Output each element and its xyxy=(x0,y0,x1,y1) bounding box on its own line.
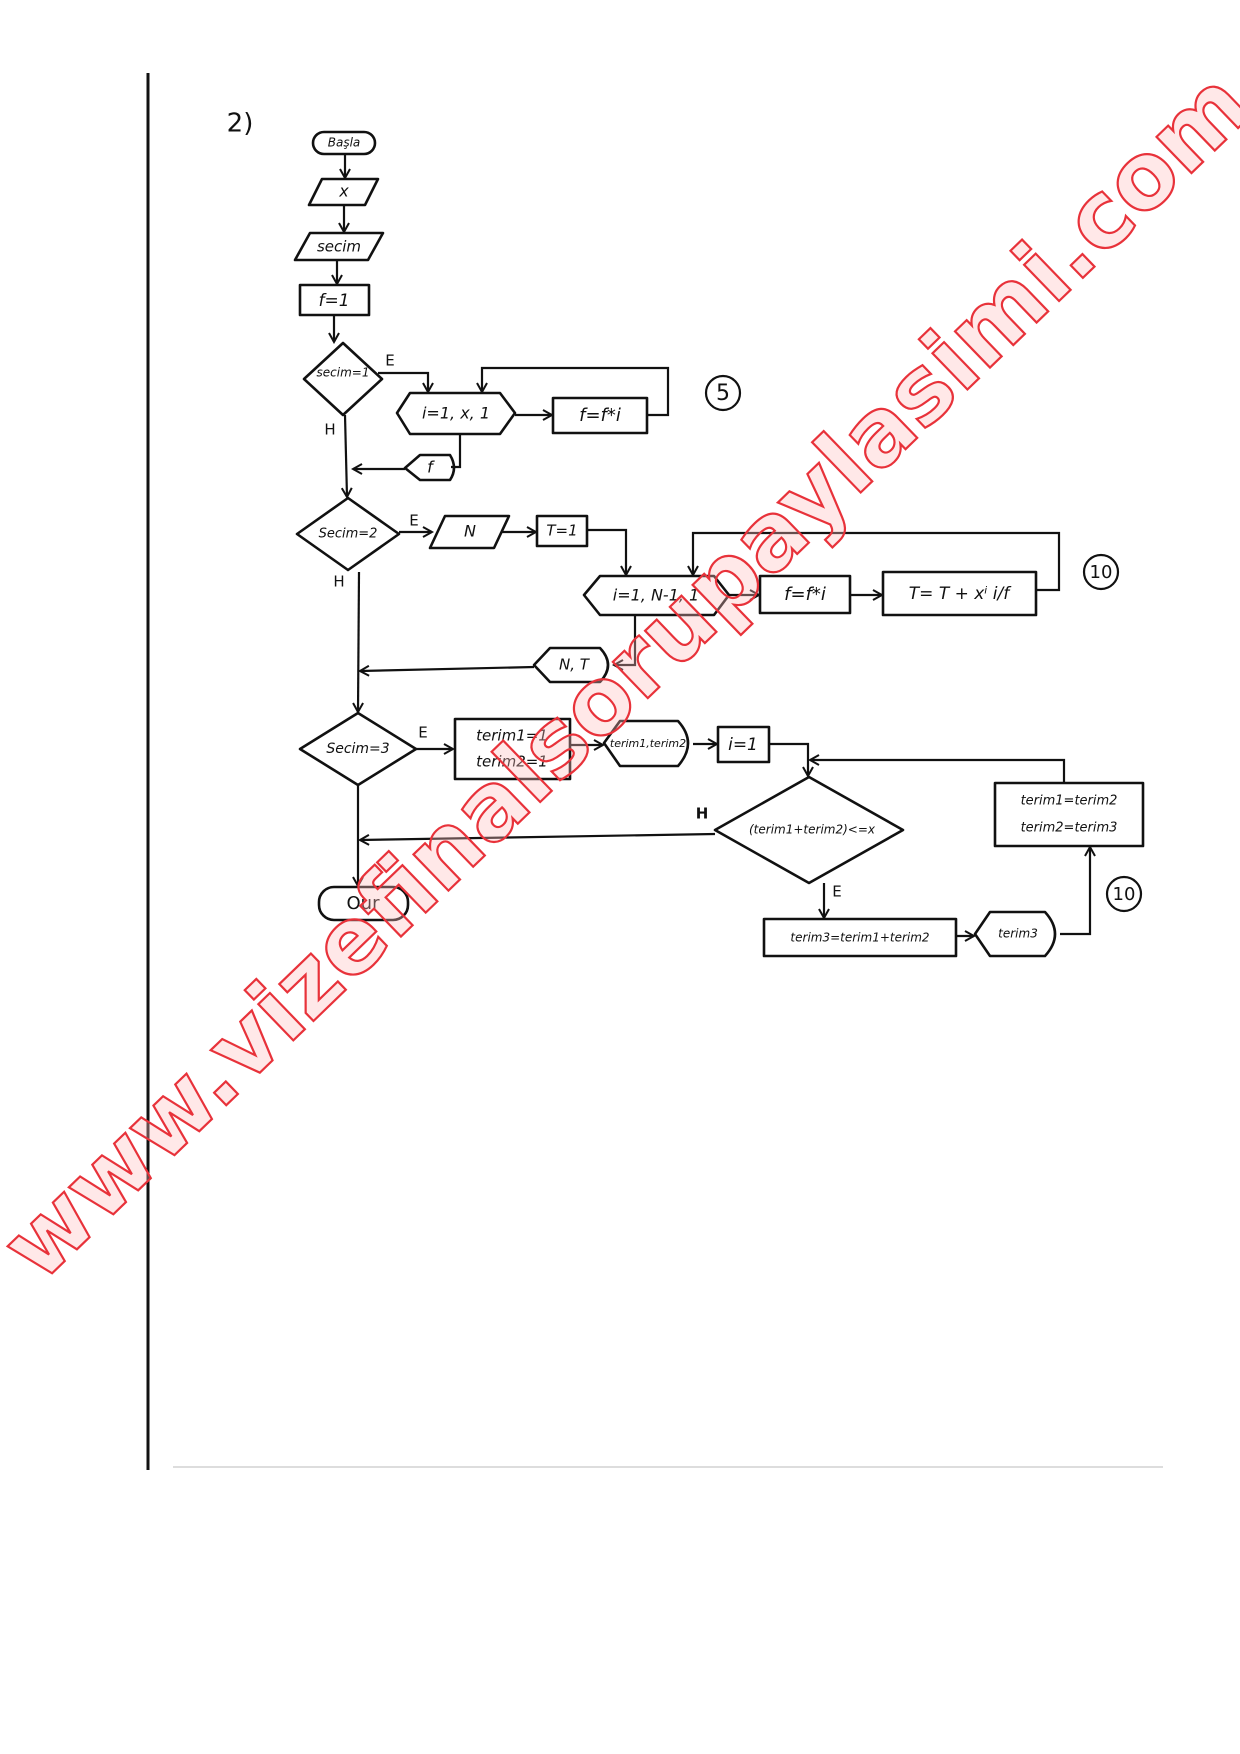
input-secim-label: secim xyxy=(317,238,361,256)
yes-label: E xyxy=(409,512,418,530)
input-x-label: x xyxy=(338,182,349,201)
yes-label: E xyxy=(385,352,394,370)
decision-secim-1 xyxy=(302,341,384,417)
score-circle-2 xyxy=(1082,553,1120,591)
decision4-label: (terim1+terim2)<=x xyxy=(749,823,876,837)
init-terms-box xyxy=(453,717,572,781)
compute-terim3-label: terim3=terim1+terim2 xyxy=(790,931,929,945)
init-terms-line2: terim2=1 xyxy=(476,753,548,771)
input-n-label: N xyxy=(464,522,476,541)
output1-label: f xyxy=(427,458,435,477)
shift-terms-box xyxy=(993,781,1145,848)
loop2-hexagon xyxy=(582,574,731,617)
decision3-label: Secim=3 xyxy=(326,741,389,757)
decision-fibonacci xyxy=(713,775,905,885)
decision1-label: secim=1 xyxy=(317,366,370,380)
end-terminal xyxy=(317,885,410,922)
input-x xyxy=(307,177,380,207)
start-label: Başla xyxy=(328,136,361,150)
decision2-label: Secim=2 xyxy=(319,527,378,542)
score-circle-1 xyxy=(704,374,742,412)
no-label: H xyxy=(324,421,335,439)
shift-line2: terim2=terim3 xyxy=(1021,821,1118,836)
no-label: H xyxy=(696,805,709,823)
loop2-label: i=1, N-1, 1 xyxy=(613,586,699,605)
output-terms xyxy=(602,719,690,768)
question-number: 2) xyxy=(227,109,254,139)
loop1-label: i=1, x, 1 xyxy=(422,404,490,423)
score-circle-3 xyxy=(1105,875,1143,913)
decision-secim-2 xyxy=(295,496,401,572)
compute-terim3-box xyxy=(762,917,958,958)
loop2-body1-label: f=f*i xyxy=(784,584,826,605)
init-t-label: T=1 xyxy=(546,522,577,540)
shift-line1: terim1=terim2 xyxy=(1021,794,1118,809)
yes-label: E xyxy=(418,724,427,742)
loop2-body2-box xyxy=(881,570,1038,617)
loop2-body2-label: T= T + xⁱ i/f xyxy=(909,584,1012,604)
end-label: Our xyxy=(347,893,381,914)
output-terim3 xyxy=(973,910,1057,958)
init-i-label: i=1 xyxy=(728,735,758,755)
loop1-body-label: f=f*i xyxy=(579,405,621,426)
no-label: H xyxy=(333,573,344,591)
init-terms-line1: terim1=1 xyxy=(476,727,548,745)
yes-label: E xyxy=(832,883,841,901)
output3-label: terim1,terim2 xyxy=(610,737,686,750)
output2-label: N, T xyxy=(559,656,591,674)
score2: 10 xyxy=(1090,562,1113,583)
output4-label: terim3 xyxy=(998,927,1038,941)
score3: 10 xyxy=(1113,884,1136,905)
input-secim xyxy=(293,231,385,262)
input-n xyxy=(428,514,511,550)
output-n-t xyxy=(532,646,610,684)
loop1-hexagon xyxy=(395,391,517,436)
score1: 5 xyxy=(716,381,730,406)
watermark: www.vizefinalsorupaylasimi.com xyxy=(0,51,1240,1301)
output-f xyxy=(403,453,456,482)
init-f-label: f=1 xyxy=(318,291,349,311)
